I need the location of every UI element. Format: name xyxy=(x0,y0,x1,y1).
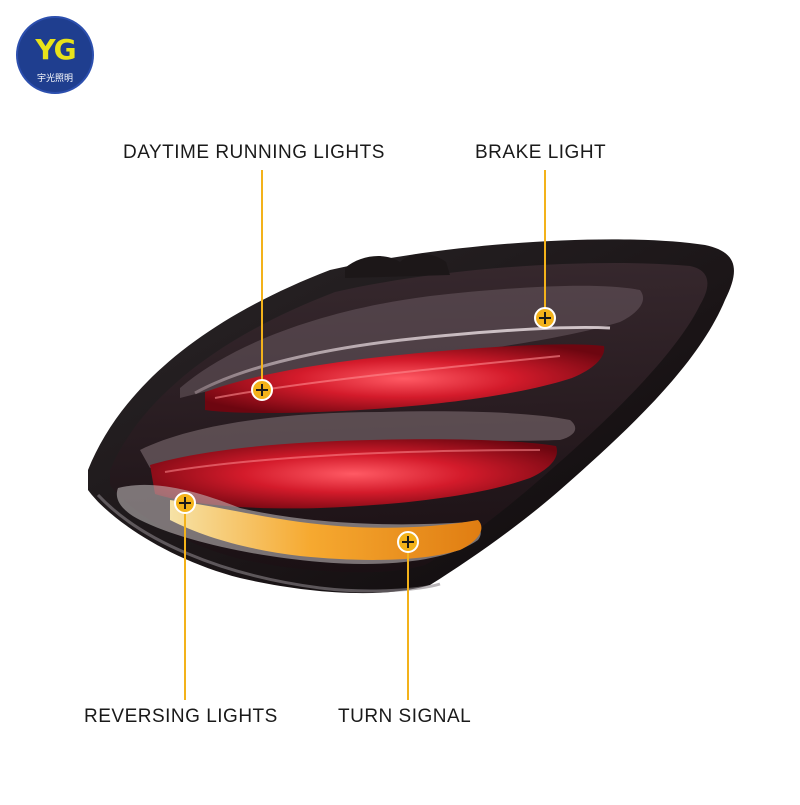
brand-logo: YG 宇光照明 xyxy=(16,16,94,94)
callout-label-brake-light: BRAKE LIGHT xyxy=(475,142,607,163)
callout-label-reversing-lights: REVERSING LIGHTS xyxy=(84,706,278,727)
logo-name: 宇光照明 xyxy=(36,74,73,84)
callout-label-turn-signal: TURN SIGNAL xyxy=(338,706,472,727)
callout-marker-turn[interactable] xyxy=(397,531,419,553)
middle-separator xyxy=(140,411,576,468)
callout-marker-drl[interactable] xyxy=(251,379,273,401)
callout-marker-brake[interactable] xyxy=(534,307,556,329)
callout-marker-reversing[interactable] xyxy=(174,492,196,514)
daytime-running-light-bar xyxy=(205,344,605,413)
logo-mark: YG xyxy=(35,33,76,66)
callout-lines xyxy=(184,170,546,700)
brake-light-bar xyxy=(150,439,557,509)
callout-label-daytime-running-lights: DAYTIME RUNNING LIGHTS xyxy=(123,142,385,163)
